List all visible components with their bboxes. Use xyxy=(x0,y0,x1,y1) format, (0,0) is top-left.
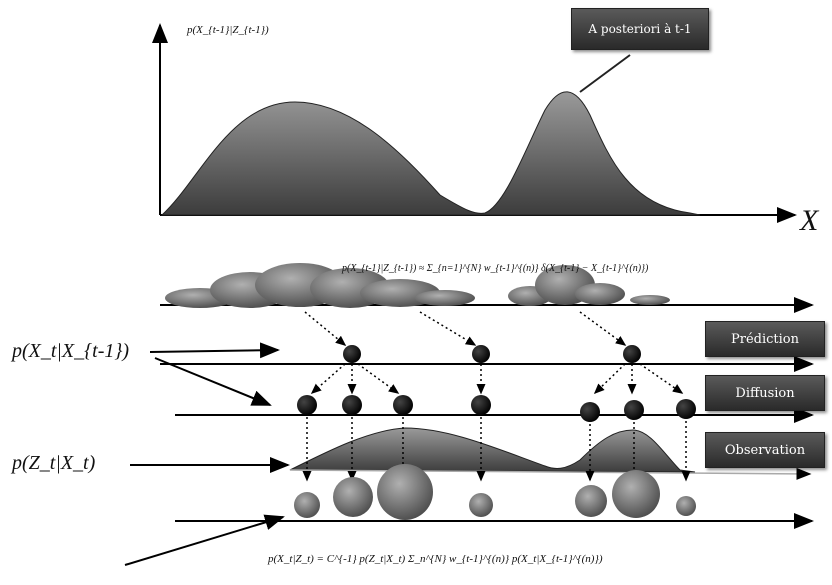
stage-diffusion: Diffusion xyxy=(705,375,825,411)
weighted-particle xyxy=(377,464,433,520)
particle-dot xyxy=(623,345,641,363)
particle-dot xyxy=(471,395,491,415)
transition-arrows xyxy=(124,342,290,566)
particle-dot xyxy=(676,399,696,419)
particle-cloud xyxy=(160,263,814,313)
particle-dot xyxy=(297,395,317,415)
likelihood-curve xyxy=(289,427,696,473)
posterior-callout-line xyxy=(579,54,631,93)
particle-blob xyxy=(575,283,625,305)
particle-blob xyxy=(415,290,475,306)
top-axis-label: p(X_{t-1}|Z_{t-1}) xyxy=(187,24,269,36)
particle-dot xyxy=(624,400,644,420)
stage-observation: Observation xyxy=(705,432,825,468)
weighted-particle xyxy=(676,496,696,516)
stage-prediction: Prédiction xyxy=(705,321,825,357)
weighted-particle xyxy=(294,492,320,518)
weighted-particle xyxy=(333,477,373,517)
weighted-particle xyxy=(575,485,607,517)
particle-equation: p(X_{t-1}|Z_{t-1}) ≈ Σ_{n=1}^{N} w_{t-1}… xyxy=(342,263,649,274)
particle-dot xyxy=(472,345,490,363)
weighted-particle xyxy=(612,470,660,518)
diffusion-row xyxy=(175,363,814,423)
x-axis-label: X xyxy=(800,204,819,237)
prior-density-curve xyxy=(160,91,701,216)
transition-label: p(X_t|X_{t-1}) xyxy=(12,340,130,362)
particle-dot xyxy=(580,402,600,422)
bottom-equation: p(X_t|Z_t) = C^{-1} p(Z_t|X_t) Σ_n^{N} w… xyxy=(268,553,603,565)
prediction-row xyxy=(160,311,814,372)
likelihood-label: p(Z_t|X_t) xyxy=(12,452,96,474)
weighted-particle xyxy=(469,493,493,517)
prior-density-plot xyxy=(152,23,797,223)
particle-dot xyxy=(393,395,413,415)
particle-dot xyxy=(342,395,362,415)
observation-row xyxy=(289,417,812,482)
particle-blob xyxy=(630,295,670,305)
posterior-box: A posteriori à t-1 xyxy=(571,8,709,50)
particle-dot xyxy=(343,345,361,363)
